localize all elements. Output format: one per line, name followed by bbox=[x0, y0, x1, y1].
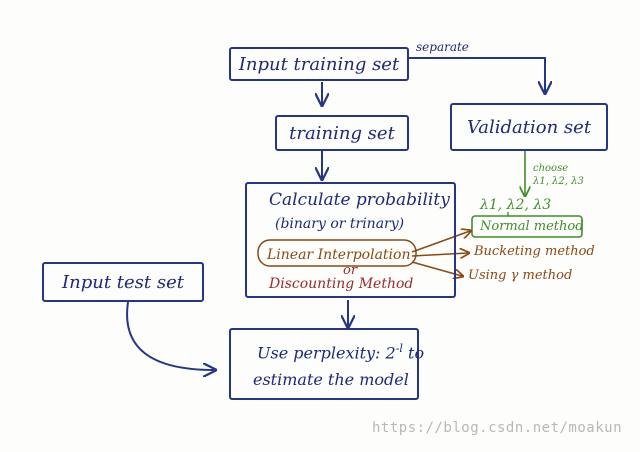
arrow-separate-to-validation bbox=[408, 57, 545, 92]
training-set-box: training set bbox=[275, 115, 409, 151]
input-test-set-box: Input test set bbox=[42, 262, 204, 302]
normal-method-label: Normal method bbox=[480, 219, 584, 234]
normal-method-frame bbox=[471, 215, 583, 238]
validation-set-box: Validation set bbox=[450, 103, 608, 151]
linear-interpolation-label: Linear Interpolation bbox=[267, 247, 411, 263]
linear-interpolation-frame bbox=[257, 239, 417, 267]
arrow-li-to-gamma bbox=[411, 261, 462, 276]
calculate-probability-box: Calculate probability (binary or trinary… bbox=[245, 182, 456, 298]
separate-label: separate bbox=[416, 40, 469, 54]
training-set-label: training set bbox=[289, 122, 395, 144]
arrow-li-to-bucketing bbox=[411, 253, 468, 256]
or-label: or bbox=[343, 263, 358, 278]
validation-set-label: Validation set bbox=[466, 116, 592, 138]
lambdas-label: λ1, λ2, λ3 bbox=[480, 197, 552, 213]
input-test-set-label: Input test set bbox=[62, 271, 184, 293]
perplexity-suffix: to bbox=[408, 343, 425, 363]
perplexity-exponent: -l bbox=[395, 342, 403, 355]
calc-title: Calculate probability bbox=[269, 190, 450, 210]
perplexity-box: Use perplexity: 2-l to estimate the mode… bbox=[229, 328, 424, 400]
arrow-li-to-normal bbox=[411, 231, 470, 253]
bucketing-method-label: Bucketing method bbox=[474, 244, 595, 259]
gamma-method-label: Using γ method bbox=[468, 268, 573, 283]
discounting-method-label: Discounting Method bbox=[269, 276, 414, 292]
perplexity-line2: estimate the model bbox=[253, 370, 409, 389]
calc-subtitle: (binary or trinary) bbox=[275, 216, 405, 232]
choose-label: choose bbox=[533, 163, 569, 174]
arrow-test-to-perplexity bbox=[126, 301, 214, 370]
watermark: https://blog.csdn.net/moakun bbox=[372, 420, 623, 436]
perplexity-line1: Use perplexity: 2-l to bbox=[257, 342, 424, 362]
input-training-set-box: Input training set bbox=[229, 47, 409, 81]
perplexity-text: Use perplexity: 2 bbox=[257, 343, 396, 363]
input-training-set-label: Input training set bbox=[238, 53, 400, 75]
lambdas-small-label: λ1, λ2, λ3 bbox=[533, 176, 584, 187]
